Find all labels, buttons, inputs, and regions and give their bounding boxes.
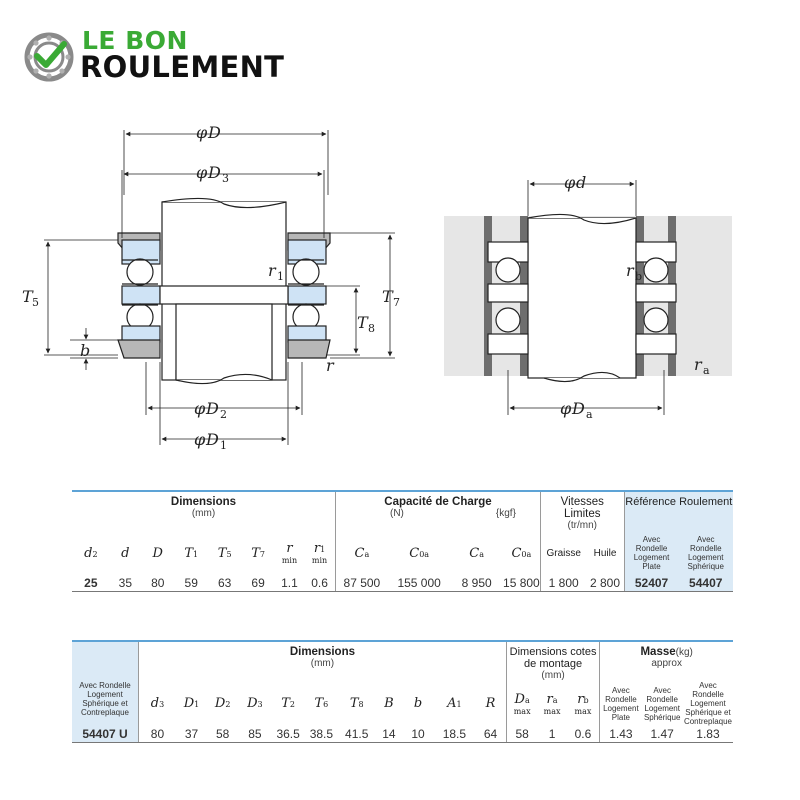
- label-phi-D3: D: [207, 163, 221, 182]
- label-ra: r: [694, 355, 703, 374]
- label-rb-sub: b: [635, 270, 642, 283]
- label-phi-D: D: [207, 123, 221, 142]
- label-Da-sub: a: [586, 408, 593, 421]
- capacity-unit-n: (N): [389, 508, 404, 519]
- label-r1: r: [268, 261, 277, 280]
- label-T8-sub: 8: [368, 322, 375, 335]
- mount-header: Dimensions cotes de montage: [509, 646, 597, 670]
- label-T7-sub: 7: [393, 296, 400, 309]
- reference-header: Référence Roulement: [625, 496, 733, 508]
- capacity-unit-kgf: {kgf}: [495, 508, 516, 519]
- label-D1-sub: 1: [220, 439, 227, 452]
- svg-text:φ: φ: [196, 123, 208, 142]
- right-mounting-section: [444, 213, 732, 383]
- label-T5-sub: 5: [32, 296, 39, 309]
- mass-unit: (kg): [675, 647, 693, 658]
- label-T7: T: [382, 287, 394, 306]
- svg-text:φ: φ: [560, 399, 572, 418]
- label-D3-sub: 3: [222, 172, 229, 185]
- mass-approx: approx: [651, 658, 682, 669]
- label-rb: r: [626, 261, 635, 280]
- speed-unit: (tr/mn): [567, 520, 597, 531]
- label-b: b: [80, 341, 90, 360]
- dimensions-unit: (mm): [191, 508, 216, 519]
- bearing-technical-drawing: D D 3 T 5 T 7 T 8 b r 1 r D 2 D 1: [22, 123, 732, 452]
- label-r1-sub: 1: [277, 270, 284, 283]
- mass-header: Masse: [640, 646, 676, 658]
- dimensions-header-2: Dimensions: [289, 646, 355, 658]
- col-huile: Huile: [593, 547, 617, 559]
- label-D2-sub: 2: [220, 408, 227, 421]
- capacity-header: Capacité de Charge: [384, 496, 492, 508]
- label-phi-D1: D: [205, 430, 219, 449]
- label-phi-D2: D: [205, 399, 219, 418]
- left-bearing-section: [117, 197, 331, 385]
- label-phi-Da: D: [571, 399, 585, 418]
- label-T5: T: [22, 287, 34, 306]
- svg-text:φ: φ: [194, 430, 206, 449]
- bearing-check-logo-icon: [24, 32, 74, 82]
- svg-text:φ: φ: [564, 173, 576, 192]
- bearing-spec-table: Dimensions (mm) Capacité de Charge (N) {…: [72, 490, 733, 592]
- col-graisse: Graisse: [539, 531, 587, 575]
- label-T8: T: [357, 313, 369, 332]
- svg-text:φ: φ: [194, 399, 206, 418]
- dimensions-header: Dimensions: [170, 496, 237, 508]
- speed-header: Vitesses Limites: [560, 496, 604, 520]
- svg-text:φ: φ: [196, 163, 208, 182]
- mount-unit: (mm): [541, 670, 565, 681]
- label-r: r: [326, 356, 335, 375]
- logo-text-line2: ROULEMENT: [80, 50, 285, 84]
- label-ra-sub: a: [703, 364, 710, 377]
- logo-text-line1: LE BON: [82, 26, 188, 55]
- dimensions-unit-2: (mm): [310, 658, 335, 669]
- label-phi-d: d: [576, 173, 586, 192]
